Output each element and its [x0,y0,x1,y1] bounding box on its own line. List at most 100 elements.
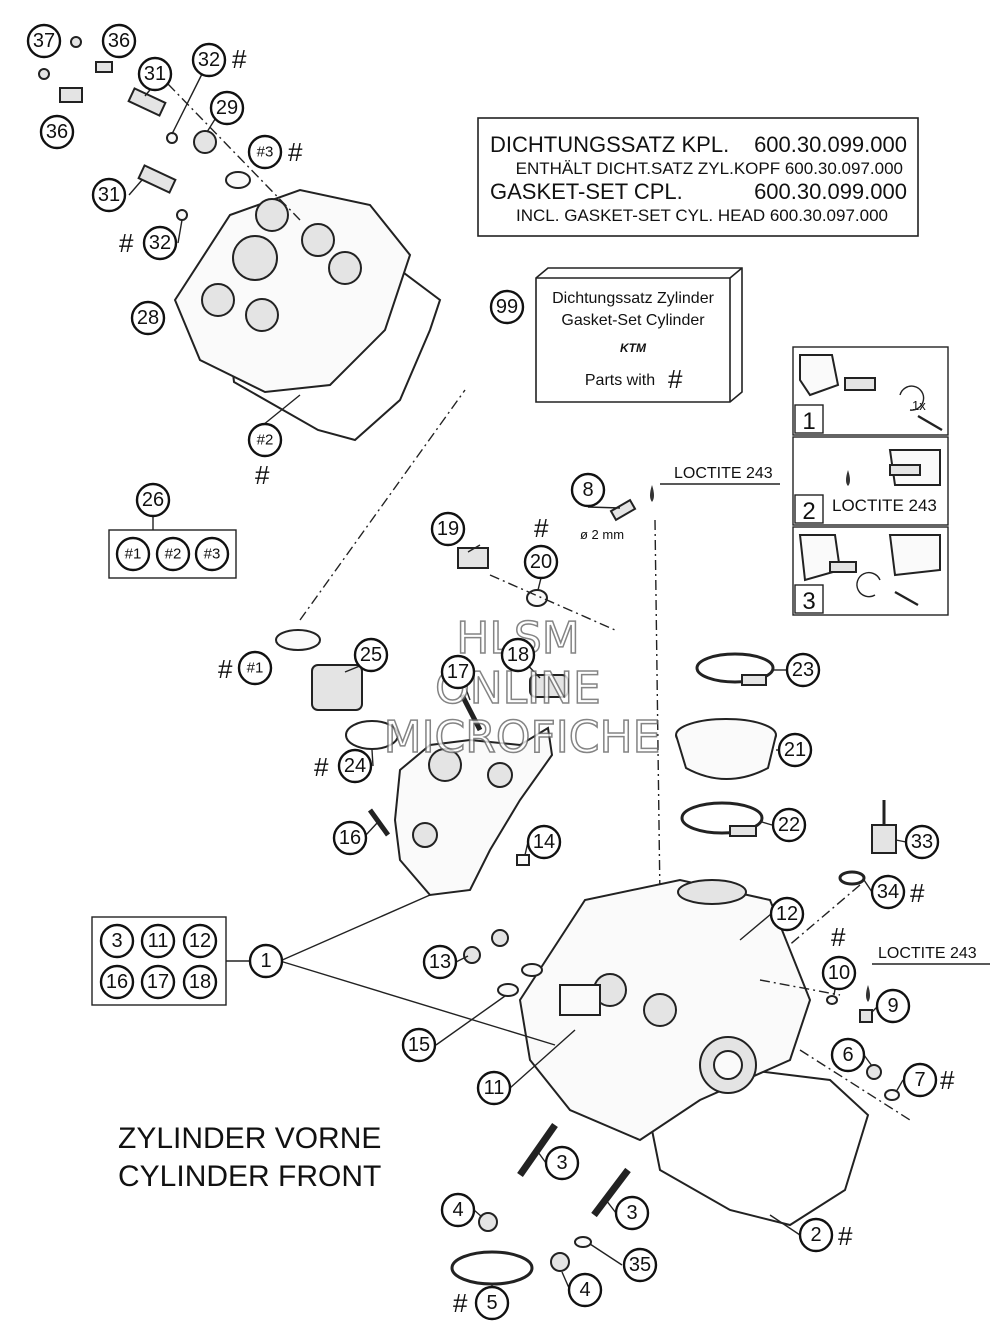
step-2-number: 2 [802,498,815,525]
callout-33: 33 [904,824,940,860]
callout-5: 5 [474,1285,510,1321]
hash-10: # [831,922,846,952]
part-21-intake-rubber [675,734,777,780]
step3-fitting-left [829,561,857,573]
svg-text:#3: #3 [257,144,274,161]
callout-28: 28 [130,300,166,336]
svg-text:33: 33 [911,831,933,853]
part-15-washer-2 [521,963,543,977]
callout-26: 26 [135,482,171,518]
hash-20: # [534,513,549,543]
cylinder-head-valve-2 [643,993,677,1027]
gasket-line1-label: DICHTUNGSSATZ KPL. [490,132,729,157]
step2-drop-icon [846,470,850,486]
callout-32-lower: 32 [142,225,178,261]
svg-text:11: 11 [484,1077,505,1099]
svg-text:17: 17 [447,661,469,683]
svg-text:4: 4 [452,1199,463,1221]
callout-2-hash: #2 [247,422,283,458]
svg-text:35: 35 [629,1254,651,1276]
svg-text:1: 1 [260,950,271,972]
group-1-item-18: 18 [182,964,218,1000]
cylinder-head-intake-port [677,879,747,905]
svg-text:26: 26 [142,489,164,511]
part-10-washer [826,995,838,1005]
callout-3-upper: 3 [544,1145,580,1181]
part-17-screw [459,693,483,732]
svg-text:7: 7 [914,1069,925,1091]
part-13-nut-2 [491,929,509,947]
gasket-line3-number: 600.30.099.000 [754,179,907,204]
svg-text:16: 16 [339,827,361,849]
part-35-washer [574,1236,592,1248]
leader-lines [128,61,907,1289]
step1-housing [799,354,840,397]
step2-fitting [889,464,921,476]
callout-8: 8 [570,472,606,508]
part-15-washer-1 [497,983,519,997]
callout-25: 25 [353,637,389,673]
loctite-label-top: LOCTITE 243 [674,465,773,482]
step1-push-arrow [917,414,943,432]
part-31-fitting-lower [137,164,177,194]
svg-text:#2: #2 [257,432,274,449]
svg-text:9: 9 [887,995,898,1017]
hash-34: # [910,878,925,908]
group-26-item-3: #3 [194,536,230,572]
watermark: HLSM ONLINE MICROFICHE [383,612,661,764]
svg-text:13: 13 [429,951,451,973]
svg-text:3: 3 [626,1202,637,1224]
callout-4-lower: 4 [567,1272,603,1308]
svg-text:23: 23 [792,659,814,681]
nozzle-8-centerline [654,519,661,901]
hash-1: # [218,654,233,684]
callout-9: 9 [875,988,911,1024]
step3-housing-right [888,534,941,577]
callout-29: 29 [209,90,245,126]
part-4-nut-2 [550,1252,570,1272]
svg-text:6: 6 [842,1044,853,1066]
svg-text:14: 14 [533,831,555,853]
valve-cover-port-5 [328,251,362,285]
part-24-oring [345,720,399,750]
part-4-nut-1 [478,1212,498,1232]
callout-37: 37 [26,23,62,59]
svg-text:#3: #3 [204,546,221,563]
ktm-logo: KTM [620,341,647,355]
svg-text:36: 36 [108,30,130,52]
callout-99: 99 [489,289,525,325]
svg-text:17: 17 [147,971,169,993]
svg-text:32: 32 [149,232,171,254]
callout-13: 13 [422,944,458,980]
hash-32-top: # [232,44,247,74]
svg-text:32: 32 [198,49,220,71]
part-36-clip-top [95,61,113,73]
svg-text:16: 16 [106,971,128,993]
part-37-screw [70,36,82,48]
callout-21: 21 [777,732,813,768]
svg-text:21: 21 [784,739,806,761]
part-23-clamp [695,652,775,684]
cylinder-head-exhaust-port [559,984,601,1016]
part-7-washer [884,1089,900,1101]
part-16-screw [367,808,391,837]
cylinder-head-bore-inner [713,1050,743,1080]
kit-line1: Dichtungssatz Zylinder [552,290,715,307]
svg-text:11: 11 [148,930,169,952]
part-5-oring [450,1250,534,1286]
step-panels: 1 2 3 1x LOCTITE 243 [792,346,949,616]
hash-marks: # # # # # # # # # # # # [119,44,955,1318]
hash-7: # [940,1065,955,1095]
bolt-19-centerline [489,574,616,631]
part-22-clamp [680,801,764,835]
gasket-line2: ENTHÄLT DICHT.SATZ ZYL.KOPF 600.30.097.0… [516,159,903,178]
kit-parts-with: Parts with [585,372,655,389]
callout-4-upper: 4 [440,1192,476,1228]
step-3-number: 3 [802,588,815,615]
watermark-line3: MICROFICHE [384,712,661,763]
group-1-item-16: 16 [99,964,135,1000]
intake-group [675,652,777,837]
part-1-shim [275,629,321,651]
step3-rotate-arrow [856,571,881,598]
part-3-washer [225,171,251,189]
